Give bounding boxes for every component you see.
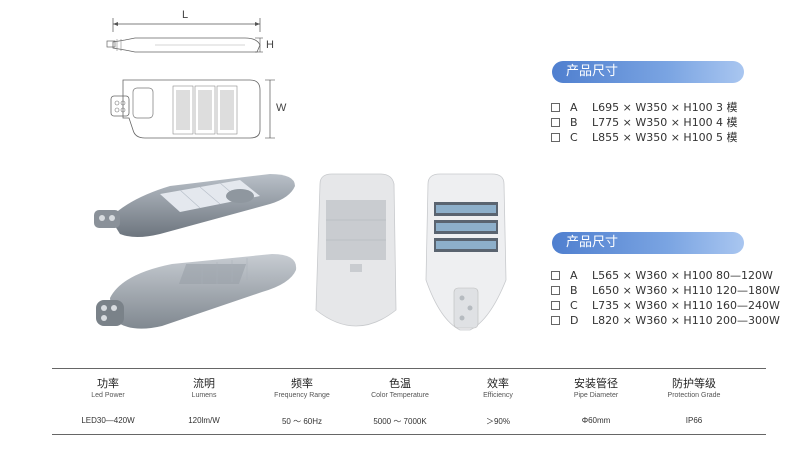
dimension-label-height: H (266, 39, 274, 51)
spec-row: C L735 × W360 × H110 160—240W (551, 298, 780, 312)
spec-module-count: 5 模 (716, 131, 738, 144)
spec-row: C L855 × W350 × H100 5 模 (551, 130, 738, 144)
spec-letter: B (570, 283, 578, 297)
spec-row: D L820 × W360 × H110 200—300W (551, 313, 780, 327)
spec-wattage: 160—240W (716, 298, 780, 312)
spec-dimensions: L695 × W350 × H100 (592, 100, 713, 114)
street-light-image-angled (94, 174, 295, 237)
dimension-label-length: L (182, 9, 189, 21)
street-light-image-rear (96, 254, 297, 329)
column-header-frequency: 频率 Frequency Range (274, 377, 330, 399)
spec-dimensions: L775 × W350 × H100 (592, 115, 713, 129)
checkbox[interactable] (551, 117, 560, 127)
checkbox[interactable] (551, 270, 560, 280)
spec-wattage: 200—300W (716, 313, 780, 327)
column-header-protection: 防护等级 Protection Grade (667, 377, 721, 399)
checkbox[interactable] (551, 285, 560, 295)
column-header-color-temp: 色温 Color Temperature (371, 377, 429, 399)
street-light-image-back (315, 173, 397, 327)
spec-dimensions: L855 × W350 × H100 (592, 130, 713, 144)
value-color-temp: 5000 ～ 7000K (373, 417, 427, 426)
column-header-pipe-diameter: 安装管径 Pipe Diameter (573, 377, 619, 399)
value-pipe-diameter: Φ60mm (581, 416, 611, 425)
spec-letter: B (570, 115, 578, 129)
spec-wattage: 120—180W (716, 283, 780, 297)
spec-dimensions: L735 × W360 × H110 (592, 298, 713, 312)
spec-row: B L775 × W350 × H100 4 模 (551, 115, 738, 129)
spec-row: B L650 × W360 × H110 120—180W (551, 283, 780, 297)
value-frequency: 50 ～ 60Hz (281, 417, 323, 426)
spec-module-count: 3 模 (716, 101, 738, 114)
technical-drawing (106, 18, 275, 139)
spec-module-count: 4 模 (716, 116, 738, 129)
spec-letter: C (570, 130, 578, 144)
spec-letter: D (570, 313, 579, 327)
value-efficiency: ＞90% (485, 417, 510, 426)
spec-dimensions: L820 × W360 × H110 (592, 313, 713, 327)
value-power: LED30—420W (81, 416, 135, 425)
street-light-image-front (425, 173, 507, 331)
spec-row: A L695 × W350 × H100 3 模 (551, 100, 738, 114)
checkbox[interactable] (551, 315, 560, 325)
checkbox[interactable] (551, 102, 560, 112)
dimension-label-width: W (276, 102, 287, 114)
product-size-header-1: 产品尺寸 (552, 61, 744, 83)
checkbox[interactable] (551, 132, 560, 142)
value-protection: IP66 (685, 416, 703, 425)
product-size-header-2: 产品尺寸 (552, 232, 744, 254)
spec-letter: A (570, 268, 578, 282)
value-lumens: 120lm/W (188, 416, 220, 425)
spec-letter: C (570, 298, 578, 312)
spec-wattage: 80—120W (716, 268, 773, 282)
spec-row: A L565 × W360 × H100 80—120W (551, 268, 773, 282)
table-bottom-rule (52, 434, 766, 435)
column-header-lumens: 流明 Lumens (191, 377, 217, 399)
spec-letter: A (570, 100, 578, 114)
spec-dimensions: L565 × W360 × H100 (592, 268, 713, 282)
table-top-rule (52, 368, 766, 369)
column-header-power: 功率 Led Power (91, 377, 125, 399)
column-header-efficiency: 效率 Efficiency (483, 377, 513, 399)
checkbox[interactable] (551, 300, 560, 310)
spec-dimensions: L650 × W360 × H110 (592, 283, 713, 297)
